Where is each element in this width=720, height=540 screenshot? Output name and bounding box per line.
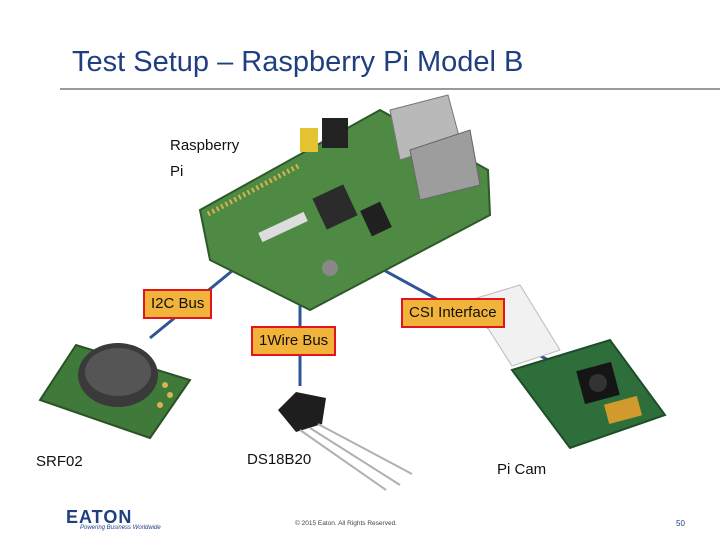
srf02-label: SRF02	[36, 453, 83, 470]
pi-cam-image	[469, 284, 667, 450]
raspberry-pi-board-image	[198, 94, 492, 312]
slide-title: Test Setup – Raspberry Pi Model B	[72, 46, 524, 78]
pi-cam-label: Pi Cam	[497, 461, 547, 478]
eaton-tagline: Powering Business Worldwide	[80, 525, 161, 531]
i2c-bus-box: I2C Bus	[143, 289, 213, 319]
page-number: 50	[676, 519, 685, 528]
csi-interface-box: CSI Interface	[401, 298, 505, 328]
ds18b20-sensor-image	[278, 392, 413, 491]
srf02-sensor-image	[38, 343, 192, 440]
eaton-logo-text: EATON	[66, 507, 133, 527]
title-divider	[60, 88, 720, 90]
onewire-bus-box: 1Wire Bus	[251, 326, 337, 356]
eaton-logo: EATON	[66, 507, 132, 528]
raspberry-pi-label-line2: Pi	[170, 163, 184, 180]
copyright-notice: © 2015 Eaton. All Rights Reserved.	[295, 520, 397, 527]
ds18b20-label: DS18B20	[247, 451, 312, 468]
raspberry-pi-label-line1: Raspberry	[170, 137, 240, 154]
